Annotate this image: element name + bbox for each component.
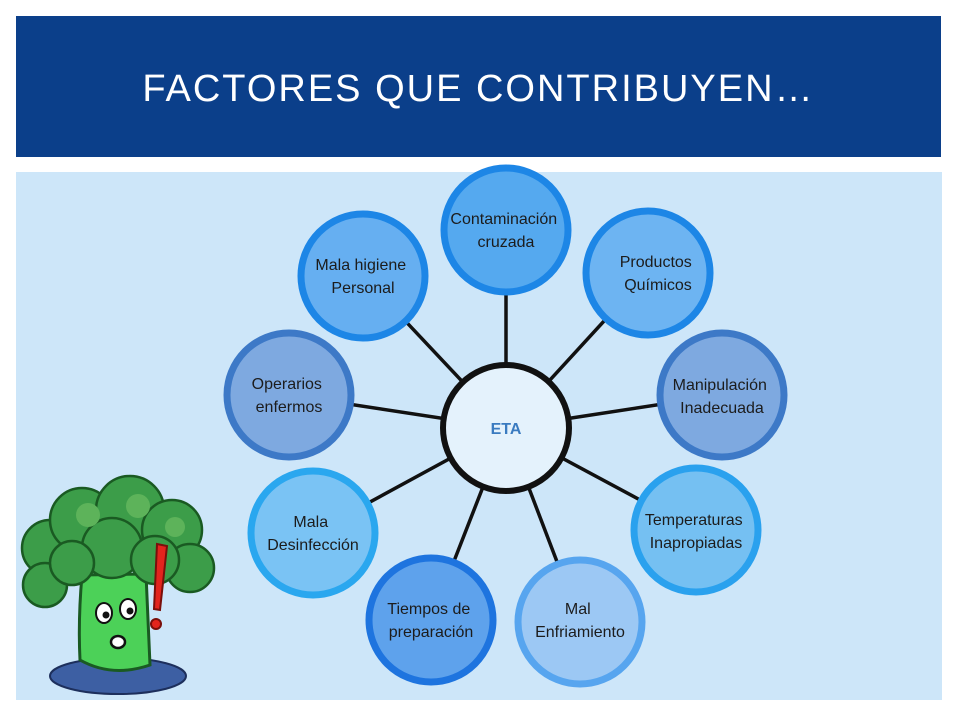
node-temperaturas: Temperaturas Inapropiadas (630, 464, 762, 596)
exclamation-icon (150, 542, 169, 630)
svg-text:ETA: ETA (491, 421, 522, 438)
svg-text:Mal Enfriamiento: Mal Enfriamiento (535, 601, 625, 641)
svg-text:Temperaturas Inapropiada: Temperaturas Inapropiadas (645, 512, 747, 552)
svg-text:Manipulación Inadecuada: Manipulación Inadecuada (673, 377, 772, 417)
node-productos: Productos Químicos (582, 207, 714, 339)
node-enfriamiento: Mal Enfriamiento (514, 556, 646, 688)
node-manipulacion: Manipulación Inadecuada (656, 329, 788, 461)
node-higiene: Mala higiene Personal (297, 210, 429, 342)
svg-text:Mala Desinfección: Mala Desinfección (267, 514, 359, 554)
svg-text:Mala higiene Personal: Mala higiene Personal (315, 257, 410, 297)
node-contaminacion: Contaminación cruzada (440, 164, 572, 296)
svg-text:Productos Químicos: Productos Químicos (620, 254, 697, 294)
center-node-eta: ETA (440, 362, 572, 494)
svg-text:Contaminación cruzada: Contaminación cruzada (450, 211, 561, 251)
broccoli-mascot-icon (20, 474, 216, 695)
node-desinfeccion: Mala Desinfección (247, 467, 379, 599)
svg-text:Operarios enfermos: Operarios enfermos (252, 376, 327, 416)
node-operarios: Operarios enfermos (223, 329, 355, 461)
svg-text:Tiempos de preparación: Tiempos de preparación (387, 601, 474, 641)
slide-title: FACTORES QUE CONTRIBUYEN… (142, 68, 815, 110)
title-band: FACTORES QUE CONTRIBUYEN… (16, 16, 941, 157)
node-tiempos: Tiempos de preparación (365, 554, 497, 686)
